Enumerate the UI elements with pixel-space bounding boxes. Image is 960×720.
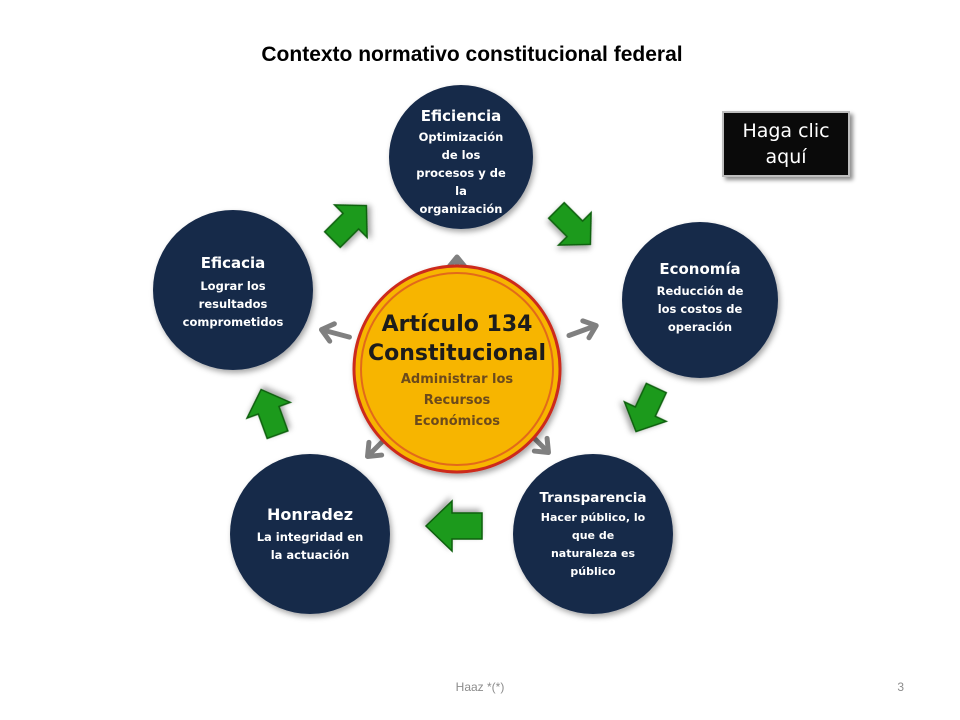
click-here-button-line1: Haga clic (742, 120, 830, 142)
node-eficiencia-title: Eficiencia (421, 107, 501, 125)
node-transparencia-title: Transparencia (539, 490, 646, 506)
node-transparencia-desc-line3: naturaleza es (551, 547, 636, 560)
node-transparencia: Transparencia Hacer público, lo que de n… (513, 454, 673, 614)
node-economia-title: Economía (659, 260, 740, 278)
node-honradez: Honradez La integridad en la actuación (230, 454, 390, 614)
node-eficiencia: Eficiencia Optimización de los procesos … (389, 85, 533, 229)
center-circle: Artículo 134 Constitucional Administrar … (352, 264, 562, 474)
node-honradez-desc-line1: La integridad en (257, 530, 364, 544)
green-arrow-honradez-to-eficacia (245, 388, 293, 440)
center-title-line2: Constitucional (368, 341, 546, 366)
node-eficacia-desc-line2: resultados (199, 297, 268, 311)
node-economia-desc-line1: Reducción de (657, 284, 744, 298)
center-title-line1: Artículo 134 (382, 312, 533, 337)
green-arrow-eficiencia-to-economia (547, 201, 592, 246)
page-number: 3 (897, 680, 904, 694)
node-transparencia-desc-line4: público (570, 565, 616, 578)
green-arrow-transparencia-to-honradez (424, 499, 483, 553)
node-eficacia-desc-line1: Lograr los (200, 279, 265, 293)
green-arrow-eficacia-to-eficiencia (323, 204, 368, 249)
click-here-button-line2: aquí (765, 146, 807, 168)
green-arrow-economia-to-transparencia (623, 382, 669, 433)
node-eficiencia-desc-line1: Optimización (419, 130, 504, 144)
node-eficiencia-desc-line5: organización (420, 202, 503, 216)
node-honradez-title: Honradez (267, 505, 353, 524)
node-economia-desc-line3: operación (668, 320, 732, 334)
gray-arrow-to-economia (566, 318, 599, 341)
slide-title: Contexto normativo constitucional federa… (261, 43, 683, 66)
footer-text: Haaz *(*) (455, 680, 505, 694)
node-honradez-desc-line2: la actuación (271, 548, 350, 562)
node-eficiencia-desc-line2: de los (442, 148, 481, 162)
click-here-button[interactable]: Haga clic aquí (722, 111, 850, 177)
node-economia-desc-line2: los costos de (658, 302, 743, 316)
node-economia: Economía Reducción de los costos de oper… (622, 222, 778, 378)
center-desc-line1: Administrar los (401, 372, 514, 387)
node-transparencia-desc-line2: que de (572, 529, 614, 542)
node-eficacia-title: Eficacia (201, 254, 266, 272)
gray-arrow-to-eficacia (318, 321, 352, 344)
node-transparencia-desc-line1: Hacer público, lo (541, 511, 646, 524)
node-eficiencia-desc-line3: procesos y de (416, 166, 506, 180)
node-eficiencia-desc-line4: la (455, 184, 467, 198)
center-desc-line3: Económicos (414, 414, 500, 429)
center-desc-line2: Recursos (424, 393, 491, 408)
node-eficacia-desc-line3: comprometidos (183, 315, 284, 329)
node-eficacia: Eficacia Lograr los resultados compromet… (153, 210, 313, 370)
